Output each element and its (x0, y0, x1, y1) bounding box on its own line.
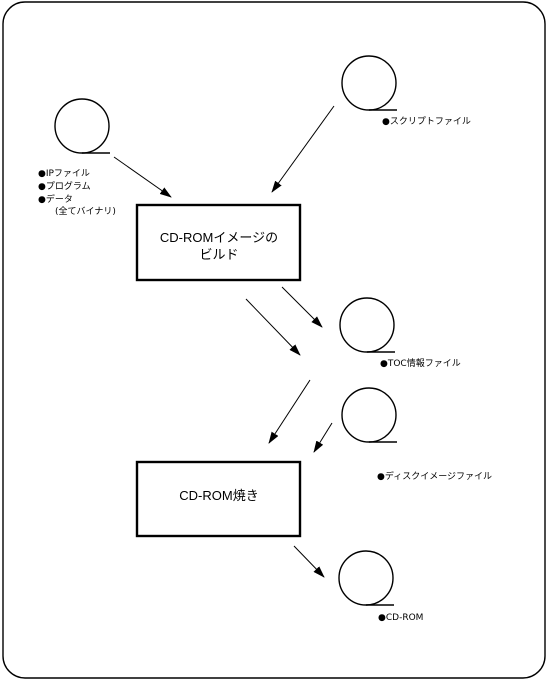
node-disk-image: ●ディスクイメージファイル (341, 387, 492, 482)
cdrom-circle (338, 550, 394, 606)
arrow-toc-to-burn (268, 379, 311, 444)
input-item-binary-note: (全てバイナリ) (55, 205, 116, 217)
build-box (135, 203, 302, 282)
build-label-line1: CD-ROMイメージの (160, 230, 278, 245)
toc-file-label: ●TOC情報ファイル (380, 357, 461, 369)
arrow-build-to-disk-image (245, 298, 301, 356)
arrow-inputs-to-build (113, 156, 172, 198)
cdrom-label: ●CD-ROM (378, 613, 423, 623)
arrow-burn-to-cdrom (293, 545, 325, 578)
arrow-script-to-build (271, 105, 335, 193)
input-item-data: ●データ (38, 193, 73, 205)
disk-image-label: ●ディスクイメージファイル (377, 470, 492, 482)
script-file-label: ●スクリプトファイル (382, 116, 471, 127)
arrow-disk-image-to-burn (313, 422, 333, 453)
input-item-program: ●プログラム (38, 180, 91, 192)
process-build: CD-ROMイメージの ビルド (135, 203, 302, 282)
toc-file-circle (339, 297, 395, 353)
node-cdrom: ●CD-ROM (338, 550, 423, 623)
input-files-circle (54, 98, 110, 154)
node-toc: ●TOC情報ファイル (339, 297, 461, 369)
input-item-ip-file: ●IPファイル (38, 169, 90, 179)
node-inputs: ●IPファイル ●プログラム ●データ (全てバイナリ) (38, 98, 116, 217)
arrow-build-to-toc (281, 286, 323, 328)
burn-label: CD-ROM焼き (179, 488, 258, 503)
process-burn: CD-ROM焼き (135, 460, 302, 538)
build-label-line2: ビルド (199, 247, 238, 262)
disk-image-circle (341, 387, 397, 443)
node-script: ●スクリプトファイル (341, 55, 471, 127)
burn-box (135, 460, 302, 538)
script-file-circle (341, 55, 397, 111)
